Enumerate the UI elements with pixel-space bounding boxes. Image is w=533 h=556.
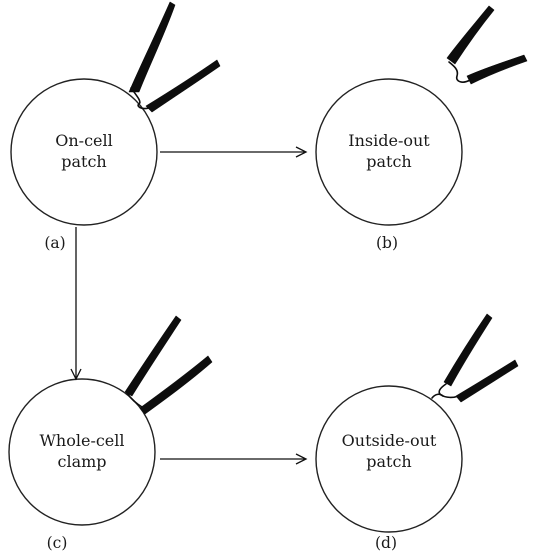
cell-b-label-line2: patch: [366, 152, 411, 171]
cell-b-label-line1: Inside-out: [348, 131, 430, 150]
cell-b-circle: [315, 78, 463, 226]
cell-d-circle: [315, 385, 463, 533]
panel-label-c: (c): [47, 534, 68, 552]
arrow-a-to-b: [160, 146, 308, 158]
membrane-neck-icon: [431, 393, 444, 399]
cell-c-label-line1: Whole-cell: [39, 431, 124, 450]
arrow-a-to-c: [70, 227, 82, 381]
pipette-b-icon: [446, 5, 528, 85]
pipette-a-icon: [128, 1, 221, 113]
panel-label-b: (b): [376, 234, 398, 252]
pipette-d-icon: [438, 313, 519, 403]
cell-a-group: On-cell patch (a): [10, 1, 221, 252]
pipette-c-icon: [124, 315, 213, 415]
cell-c-circle: [8, 378, 156, 526]
cell-a-circle: [10, 78, 158, 226]
cell-d-label-line2: patch: [366, 452, 411, 471]
cell-d-label-line1: Outside-out: [342, 431, 437, 450]
cell-a-label-line1: On-cell: [55, 131, 113, 150]
panel-label-a: (a): [44, 234, 65, 252]
arrow-c-to-d: [160, 453, 308, 465]
cell-a-label-line2: patch: [61, 152, 106, 171]
panel-label-d: (d): [375, 534, 397, 552]
cell-c-group: Whole-cell clamp (c): [8, 315, 213, 552]
cell-c-label-line2: clamp: [57, 452, 106, 471]
cell-b-group: Inside-out patch (b): [315, 5, 528, 252]
cell-d-group: Outside-out patch (d): [315, 313, 519, 552]
